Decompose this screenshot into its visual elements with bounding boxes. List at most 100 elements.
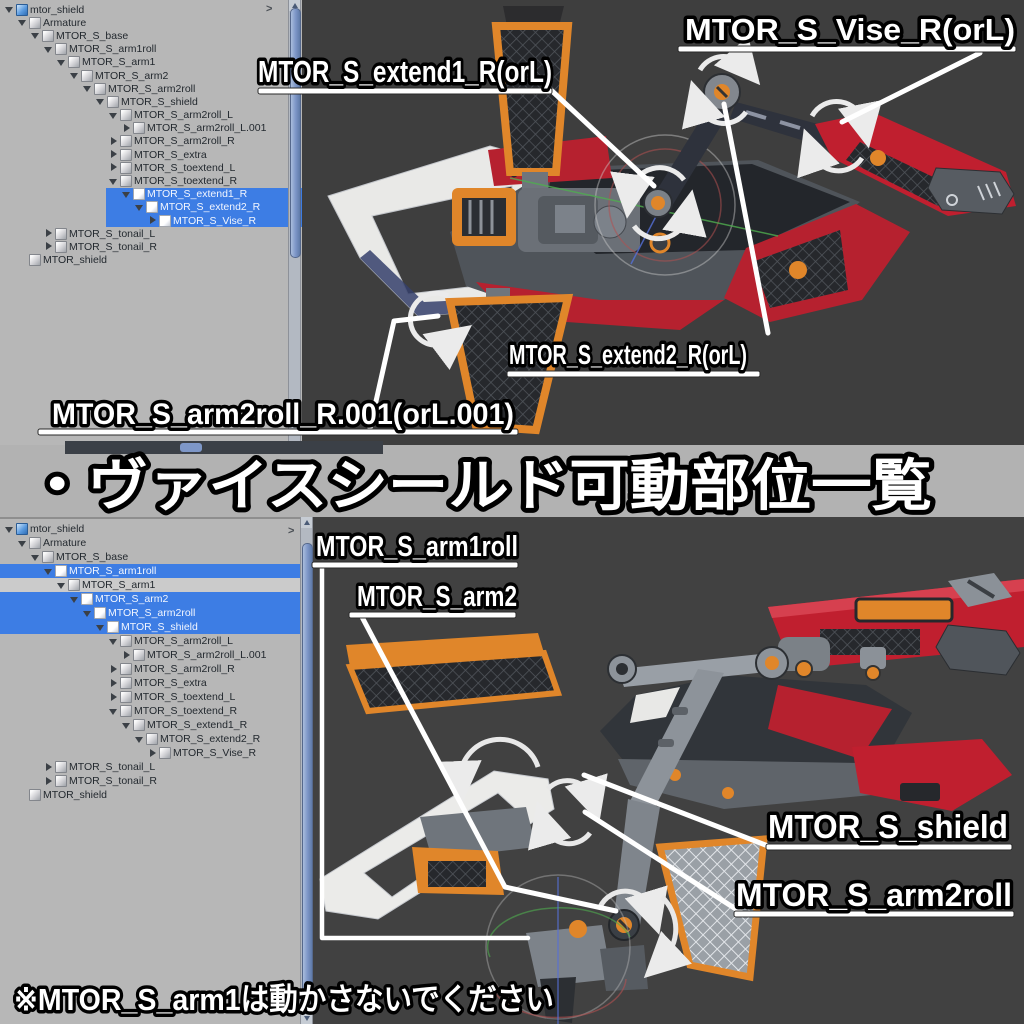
disclosure-down-icon[interactable] [82,84,93,93]
tree-row-MTOR_S_Vise_R[interactable]: MTOR_S_Vise_R [0,746,302,760]
disclosure-right-icon[interactable] [121,123,132,133]
scrollbar-thumb[interactable] [290,8,301,258]
cube-icon [133,188,145,201]
hscrollbar-track[interactable] [65,441,383,454]
tree-row-MTOR_S_extend2_R[interactable]: MTOR_S_extend2_R [0,200,302,214]
disclosure-down-icon[interactable] [56,581,67,590]
tree-row-Armature[interactable]: Armature [0,16,302,29]
tree-row-MTOR_shield[interactable]: MTOR_shield [0,254,302,267]
disclosure-right-icon[interactable] [43,762,54,772]
tree-row-MTOR_S_base[interactable]: MTOR_S_base [0,29,302,42]
disclosure-down-icon[interactable] [4,525,15,534]
disclosure-down-icon[interactable] [17,539,28,548]
tree-row-MTOR_S_arm2roll_L[interactable]: MTOR_S_arm2roll_L [0,634,302,648]
disclosure-right-icon[interactable] [43,242,54,251]
disclosure-right-icon[interactable] [108,163,119,172]
tree-row-MTOR_S_extend2_R[interactable]: MTOR_S_extend2_R [0,732,302,746]
tree-row-MTOR_S_Vise_R[interactable]: MTOR_S_Vise_R [0,214,302,228]
tree-row-MTOR_S_arm2roll_R[interactable]: MTOR_S_arm2roll_R [0,662,302,676]
disclosure-down-icon[interactable] [69,71,80,80]
tree-row-label: MTOR_S_Vise_R [173,747,257,759]
disclosure-down-icon[interactable] [108,177,119,186]
disclosure-right-icon[interactable] [43,776,54,786]
disclosure-down-icon[interactable] [30,31,41,40]
disclosure-down-icon[interactable] [43,45,54,54]
tree-row-MTOR_S_arm2[interactable]: MTOR_S_arm2 [0,592,302,606]
cube-icon [120,135,132,148]
tree-row-MTOR_S_arm1[interactable]: MTOR_S_arm1 [0,578,302,592]
tree-row-MTOR_S_arm2roll_L.001[interactable]: MTOR_S_arm2roll_L.001 [0,122,302,135]
cube-icon [120,161,132,174]
disclosure-right-icon[interactable] [108,150,119,159]
disclosure-down-icon[interactable] [134,203,145,212]
disclosure-down-icon[interactable] [43,567,54,576]
tree-row-MTOR_S_toextend_R[interactable]: MTOR_S_toextend_R [0,704,302,718]
tree-row-Armature[interactable]: Armature [0,536,302,550]
disclosure-right-icon[interactable] [147,748,158,758]
tree-row-MTOR_S_tonail_L[interactable]: MTOR_S_tonail_L [0,760,302,774]
disclosure-down-icon[interactable] [134,735,145,744]
panel-expand-arrow[interactable]: > [288,525,295,537]
tree-row-mtor_shield[interactable]: mtor_shield [0,522,302,536]
scroll-up-button[interactable] [301,517,312,528]
disclosure-down-icon[interactable] [121,190,132,199]
disclosure-right-icon[interactable] [43,229,54,238]
disclosure-right-icon[interactable] [108,692,119,702]
disclosure-right-icon[interactable] [108,664,119,674]
disclosure-right-icon[interactable] [108,136,119,146]
panel-expand-arrow[interactable]: > [266,3,273,15]
tree-row-MTOR_S_arm1roll[interactable]: MTOR_S_arm1roll [0,43,302,56]
disclosure-down-icon[interactable] [108,637,119,646]
tree-row-MTOR_S_extra[interactable]: MTOR_S_extra [0,148,302,161]
disclosure-right-icon[interactable] [108,678,119,688]
scroll-down-button[interactable] [301,1013,312,1024]
viewport-3d-top[interactable] [300,0,1024,447]
disclosure-down-icon[interactable] [108,707,119,716]
tree-row-MTOR_S_shield[interactable]: MTOR_S_shield [0,620,302,634]
scrollbar-top[interactable] [288,0,301,445]
tree-row-MTOR_S_arm2roll_R[interactable]: MTOR_S_arm2roll_R [0,135,302,148]
tree-row-MTOR_S_arm2roll_L.001[interactable]: MTOR_S_arm2roll_L.001 [0,648,302,662]
tree-row-label: Armature [43,537,87,549]
tree-row-MTOR_S_extend1_R[interactable]: MTOR_S_extend1_R [0,718,302,732]
scroll-up-button[interactable] [289,0,300,11]
disclosure-down-icon[interactable] [30,553,41,562]
tree-row-MTOR_S_base[interactable]: MTOR_S_base [0,550,302,564]
tree-row-label: MTOR_S_arm2roll_L [134,109,234,122]
disclosure-right-icon[interactable] [147,216,158,225]
disclosure-down-icon[interactable] [121,721,132,730]
tree-row-MTOR_S_tonail_R[interactable]: MTOR_S_tonail_R [0,240,302,253]
tree-row-MTOR_S_arm2[interactable]: MTOR_S_arm2 [0,69,302,82]
tree-row-MTOR_S_toextend_R[interactable]: MTOR_S_toextend_R [0,174,302,188]
tree-row-MTOR_S_shield[interactable]: MTOR_S_shield [0,95,302,108]
tree-row-MTOR_S_toextend_L[interactable]: MTOR_S_toextend_L [0,690,302,704]
disclosure-down-icon[interactable] [108,111,119,120]
disclosure-down-icon[interactable] [4,5,15,14]
disclosure-down-icon[interactable] [56,58,67,67]
tree-row-label: MTOR_S_Vise_R [173,214,257,227]
tree-row-MTOR_S_extend1_R[interactable]: MTOR_S_extend1_R [0,187,302,201]
disclosure-down-icon[interactable] [95,97,106,106]
disclosure-down-icon[interactable] [17,18,28,27]
disclosure-down-icon[interactable] [69,595,80,604]
tree-row-MTOR_S_tonail_R[interactable]: MTOR_S_tonail_R [0,774,302,788]
tree-row-MTOR_S_toextend_L[interactable]: MTOR_S_toextend_L [0,161,302,174]
scrollbar-bottom[interactable] [300,517,313,1024]
disclosure-down-icon[interactable] [95,623,106,632]
tree-row-mtor_shield[interactable]: mtor_shield [0,3,302,16]
tree-row-MTOR_S_tonail_L[interactable]: MTOR_S_tonail_L [0,227,302,240]
tree-row-MTOR_S_extra[interactable]: MTOR_S_extra [0,676,302,690]
tree-row-label: MTOR_S_toextend_R [134,175,238,188]
tree-row-MTOR_S_arm2roll[interactable]: MTOR_S_arm2roll [0,606,302,620]
disclosure-down-icon[interactable] [82,609,93,618]
disclosure-right-icon[interactable] [121,650,132,660]
tree-row-MTOR_S_arm1roll[interactable]: MTOR_S_arm1roll [0,564,302,578]
tree-row-MTOR_S_arm2roll[interactable]: MTOR_S_arm2roll [0,82,302,95]
tree-row-MTOR_S_arm2roll_L[interactable]: MTOR_S_arm2roll_L [0,109,302,122]
cube-icon [120,705,132,717]
tree-row-MTOR_S_arm1[interactable]: MTOR_S_arm1 [0,56,302,69]
viewport-3d-bottom[interactable] [300,517,1024,1024]
scrollbar-thumb[interactable] [302,543,313,997]
tree-row-MTOR_shield[interactable]: MTOR_shield [0,788,302,802]
hscrollbar-thumb[interactable] [180,443,202,452]
